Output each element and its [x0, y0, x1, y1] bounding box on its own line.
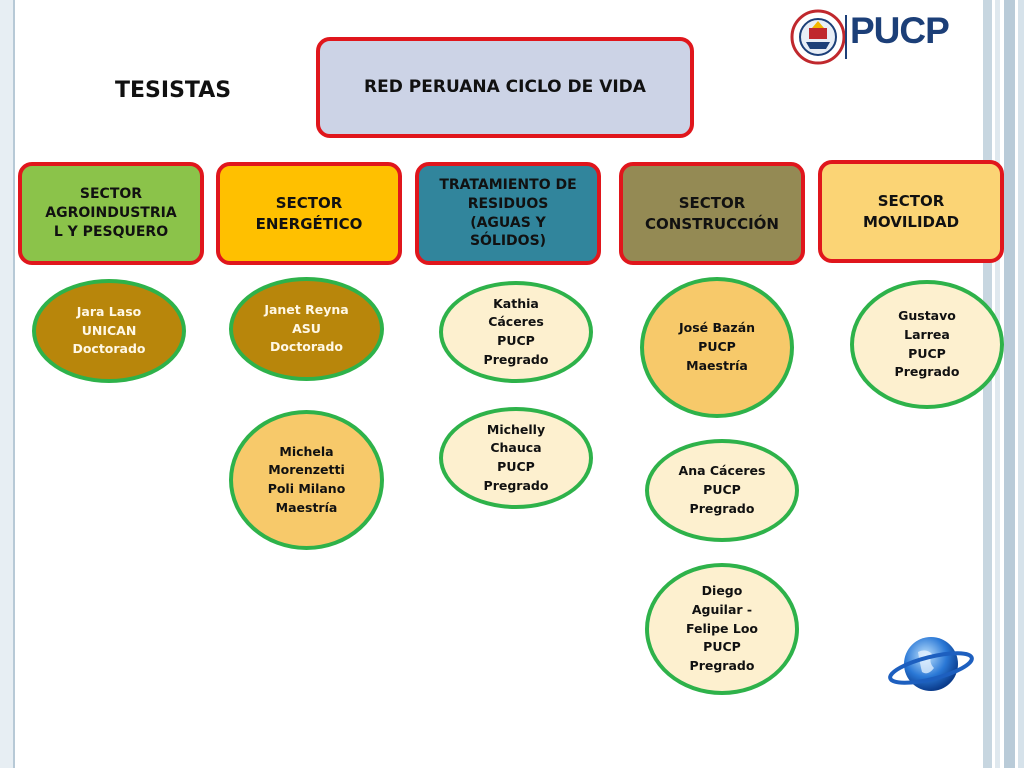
sector-agroindustria: SECTOR AGROINDUSTRIA L Y PESQUERO	[18, 162, 204, 265]
sector-label: SECTOR ENERGÉTICO	[255, 194, 363, 233]
root-node: RED PERUANA CICLO DE VIDA	[316, 37, 694, 138]
student-label: Michelly Chauca PUCP Pregrado	[483, 421, 549, 493]
root-node-label: RED PERUANA CICLO DE VIDA	[364, 77, 646, 98]
student-label: José Bazán PUCP Maestría	[678, 320, 756, 373]
pucp-seal-icon	[790, 9, 846, 65]
student-label: Ana Cáceres PUCP Pregrado	[678, 463, 766, 516]
sector-tratamiento-residuos: TRATAMIENTO DE RESIDUOS (AGUAS Y SÓLIDOS…	[415, 162, 601, 265]
student-node: Gustavo Larrea PUCP Pregrado	[850, 280, 1004, 409]
pucp-logo	[790, 9, 847, 65]
student-label: Diego Aguilar - Felipe Loo PUCP Pregrado	[686, 583, 758, 674]
student-label: Gustavo Larrea PUCP Pregrado	[894, 308, 960, 380]
page-title: TESISTAS	[115, 78, 232, 103]
student-node: Kathia Cáceres PUCP Pregrado	[439, 281, 593, 383]
student-label: Kathia Cáceres PUCP Pregrado	[483, 295, 549, 367]
right-decorative-stripe	[1004, 0, 1015, 768]
student-label: Michela Morenzetti Poli Milano Maestría	[267, 443, 346, 515]
student-label: Janet Reyna ASU Doctorado	[264, 301, 349, 355]
sector-construccion: SECTOR CONSTRUCCIÓN	[619, 162, 805, 265]
student-node: Michelly Chauca PUCP Pregrado	[439, 407, 593, 509]
globe-icon	[888, 637, 974, 691]
left-decorative-border	[0, 0, 15, 768]
sector-energetico: SECTOR ENERGÉTICO	[216, 162, 402, 265]
student-node: Janet Reyna ASU Doctorado	[229, 277, 384, 381]
sector-label: SECTOR AGROINDUSTRIA L Y PESQUERO	[45, 186, 177, 240]
sector-label: SECTOR MOVILIDAD	[862, 192, 960, 231]
right-decorative-stripe	[1018, 0, 1024, 768]
sector-label: SECTOR CONSTRUCCIÓN	[645, 194, 779, 233]
student-node: Jara Laso UNICAN Doctorado	[32, 279, 186, 383]
student-node: Diego Aguilar - Felipe Loo PUCP Pregrado	[645, 563, 799, 695]
right-decorative-stripe	[995, 0, 1000, 768]
sector-movilidad: SECTOR MOVILIDAD	[818, 160, 1004, 263]
student-node: Michela Morenzetti Poli Milano Maestría	[229, 410, 384, 550]
sector-label: TRATAMIENTO DE RESIDUOS (AGUAS Y SÓLIDOS…	[439, 176, 577, 250]
student-node: José Bazán PUCP Maestría	[640, 277, 794, 418]
student-label: Jara Laso UNICAN Doctorado	[72, 303, 146, 357]
student-node: Ana Cáceres PUCP Pregrado	[645, 439, 799, 542]
pucp-logo-text: PUCP	[850, 10, 950, 51]
